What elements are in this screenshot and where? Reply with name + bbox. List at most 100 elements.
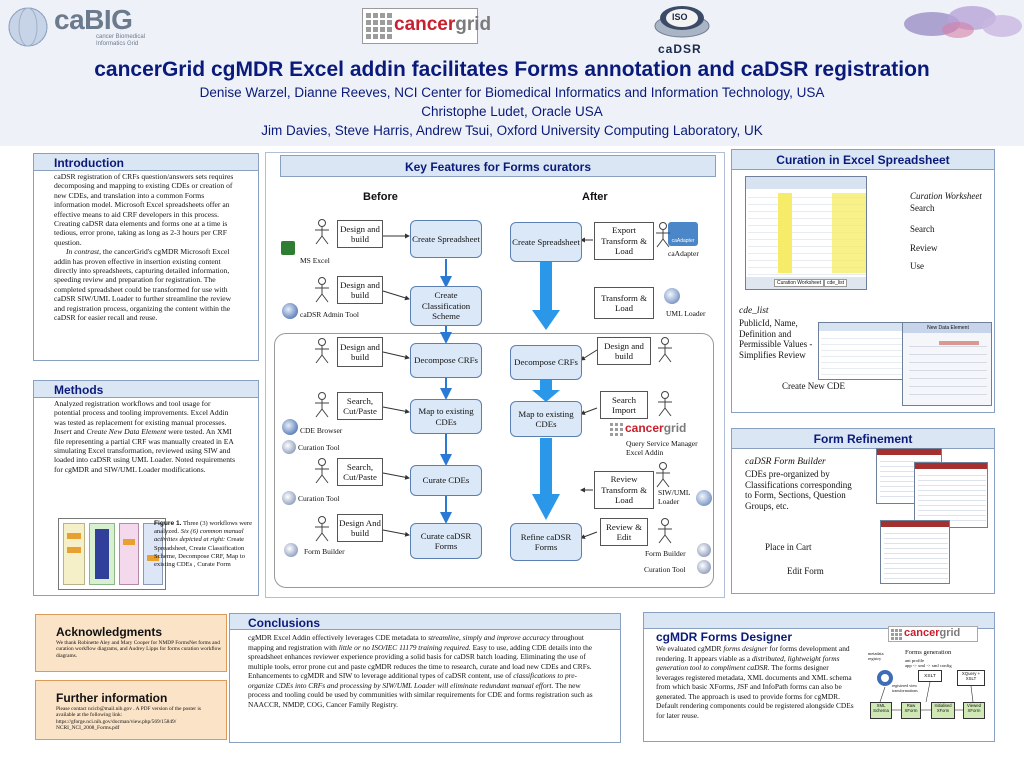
curation-tool-icon xyxy=(697,560,711,574)
introduction-text-2: the cancerGrid's cgMDR Microsoft Excel a… xyxy=(54,247,232,323)
excel-worksheet-screenshot: Curation Worksheet cde_list xyxy=(745,176,867,290)
siw-icon xyxy=(696,490,712,506)
before-design-build-3: Design and build xyxy=(337,337,383,367)
cadapter-logo: caAdapter xyxy=(668,222,698,246)
cancergrid-grid-icon xyxy=(610,423,623,436)
authors-line-2: Christophe Ludet, Oracle USA xyxy=(421,104,603,119)
after-search-import: Search Import xyxy=(600,391,648,419)
cabig-logo: caBIG cancer Biomedical Informatics Grid xyxy=(6,4,176,50)
forms-generation-subtitle: ant profile app -> xml -> xml config xyxy=(905,658,952,669)
curation-heading: Curation in Excel Spreadsheet xyxy=(776,153,950,167)
xslt-box: XSLT xyxy=(918,670,942,682)
methods-emphasis-insert: Insert xyxy=(54,427,72,437)
curation-use: Use xyxy=(910,261,924,271)
form-builder-screenshot-2 xyxy=(914,462,988,528)
curation-tool-icon xyxy=(282,440,296,454)
after-label: After xyxy=(582,191,608,203)
person-icon xyxy=(315,516,329,542)
conclusions-panel: Conclusions cgMDR Excel Addin effectivel… xyxy=(229,613,621,743)
person-icon xyxy=(315,277,329,303)
curation-tool-label-2: Curation Tool xyxy=(298,494,340,503)
acknowledgments-text: We thank Robinette Aley and Mary Cooper … xyxy=(56,640,222,659)
figure-1-thumbnail xyxy=(58,518,166,590)
cg-wordmark-cancer: cancer xyxy=(625,421,664,435)
iso-cadsr-logo: ISO caDSR xyxy=(646,2,718,56)
person-icon xyxy=(656,222,670,248)
methods-heading: Methods xyxy=(54,383,104,397)
registered-views-label: registered view transformations xyxy=(892,683,918,693)
raw-xform-box: Raw XForm xyxy=(901,702,921,719)
form-builder-description: CDEs pre-organized by Classifications co… xyxy=(745,469,852,511)
designer-cancergrid-logo: cancergrid xyxy=(888,626,978,642)
designer-emphasis-1: forms designer xyxy=(723,644,768,653)
common-activities-frame xyxy=(274,333,714,588)
designer-text-3: The forms designer leverages registered … xyxy=(656,663,854,720)
new-data-element-dialog: New Data Element xyxy=(902,322,992,406)
before-decompose-crfs: Decompose CRFs xyxy=(410,343,482,378)
cde-list-label: cde_list xyxy=(739,306,769,316)
dialog-title: New Data Element xyxy=(903,323,991,333)
figure-1-label: Figure 1. xyxy=(154,520,182,527)
before-map-existing-cdes: Map to existing CDEs xyxy=(410,399,482,434)
conclusions-text-3: Easy to use, adding CDE details into the… xyxy=(248,642,593,681)
excel-icon xyxy=(281,241,295,255)
person-icon xyxy=(656,462,670,488)
methods-and: and xyxy=(71,427,87,437)
conclusions-text-4: The new process and tooling could be use… xyxy=(248,680,593,709)
person-icon xyxy=(315,392,329,418)
cde-list-description: PublicId, Name, Definition and Permissib… xyxy=(739,318,813,360)
designer-text-2: for forms development and rendering. It … xyxy=(656,644,850,663)
curation-tool-label-3: Curation Tool xyxy=(644,565,686,574)
after-refine-cadsr-forms: Refine caDSR Forms xyxy=(510,523,582,561)
cabig-subtitle: cancer Biomedical Informatics Grid xyxy=(96,34,146,47)
after-review-edit: Review & Edit xyxy=(600,518,648,546)
worksheet-tab-curation: Curation Worksheet xyxy=(774,279,825,287)
curation-tool-label-1: Curation Tool xyxy=(298,443,340,452)
place-in-cart-label: Place in Cart xyxy=(765,542,812,552)
molecule-image-icon xyxy=(898,0,1024,44)
designer-text-1: We evaluated cgMDR xyxy=(656,644,724,653)
introduction-panel: Introduction caDSR registration of CRFs … xyxy=(33,153,259,361)
before-design-build-2: Design and build xyxy=(337,276,383,304)
form-builder-screenshot-3 xyxy=(880,520,950,584)
cancergrid-wordmark-cancer: cancer xyxy=(394,14,456,35)
cabig-wordmark: caBIG xyxy=(54,4,133,35)
cadsr-text: caDSR xyxy=(658,42,702,56)
person-icon xyxy=(315,219,329,245)
poster-title: cancerGrid cgMDR Excel addin facilitates… xyxy=(94,58,930,81)
introduction-text-1: caDSR registration of CRFs question/answ… xyxy=(54,172,234,247)
ms-excel-label: MS Excel xyxy=(300,256,330,265)
designer-wordmark-grid: grid xyxy=(939,627,961,639)
before-curate-cdes: Curate CDEs xyxy=(410,465,482,496)
form-builder-icon xyxy=(284,543,298,557)
forms-generation-diagram: metadata registry Forms generation ant p… xyxy=(868,645,992,741)
designer-emphasis-2: distributed, lightweight forms generatio… xyxy=(656,653,840,673)
form-builder-label-2: Form Builder xyxy=(645,549,686,558)
edit-form-label: Edit Form xyxy=(787,566,824,576)
conclusions-emphasis-2: little or no ISO/IEC 11179 training requ… xyxy=(338,642,471,652)
after-review-transform-load: Review Transform & Load xyxy=(594,471,654,509)
methods-text-2: were tested. An XMI file representing a … xyxy=(54,427,236,474)
conclusions-text-2: throughout mapping and registration with xyxy=(248,633,584,652)
introduction-heading: Introduction xyxy=(54,156,124,170)
poster-header xyxy=(0,0,1024,146)
iso-badge-icon xyxy=(654,6,710,38)
curation-search-1: Search xyxy=(910,203,935,213)
curation-search-2: Search xyxy=(910,224,935,234)
methods-text-1: Analyzed registration workflows and tool… xyxy=(54,399,229,427)
authors-line-1: Denise Warzel, Dianne Reeves, NCI Center… xyxy=(199,85,825,100)
xml-schema-box: XML Schema xyxy=(870,702,892,719)
after-design-build: Design and build xyxy=(597,337,651,365)
figure-1-rest: Create Spreadsheet, Create Classificatio… xyxy=(154,536,246,569)
introduction-emphasis: In contrast, xyxy=(66,247,102,257)
conclusions-emphasis-1: streamline, simply and improve accuracy xyxy=(428,633,550,642)
forms-generation-label: Forms generation xyxy=(905,649,952,656)
viewed-xform-box: Viewed XForm xyxy=(963,702,985,719)
acknowledgments-heading: Acknowledgments xyxy=(56,625,163,639)
iso-text: ISO xyxy=(672,12,688,22)
after-decompose-crfs: Decompose CRFs xyxy=(510,345,582,380)
further-information-panel: Further information Please contact ncicb… xyxy=(35,680,227,740)
person-icon xyxy=(658,518,672,544)
after-create-spreadsheet: Create Spreadsheet xyxy=(510,222,582,262)
before-label: Before xyxy=(363,191,398,203)
